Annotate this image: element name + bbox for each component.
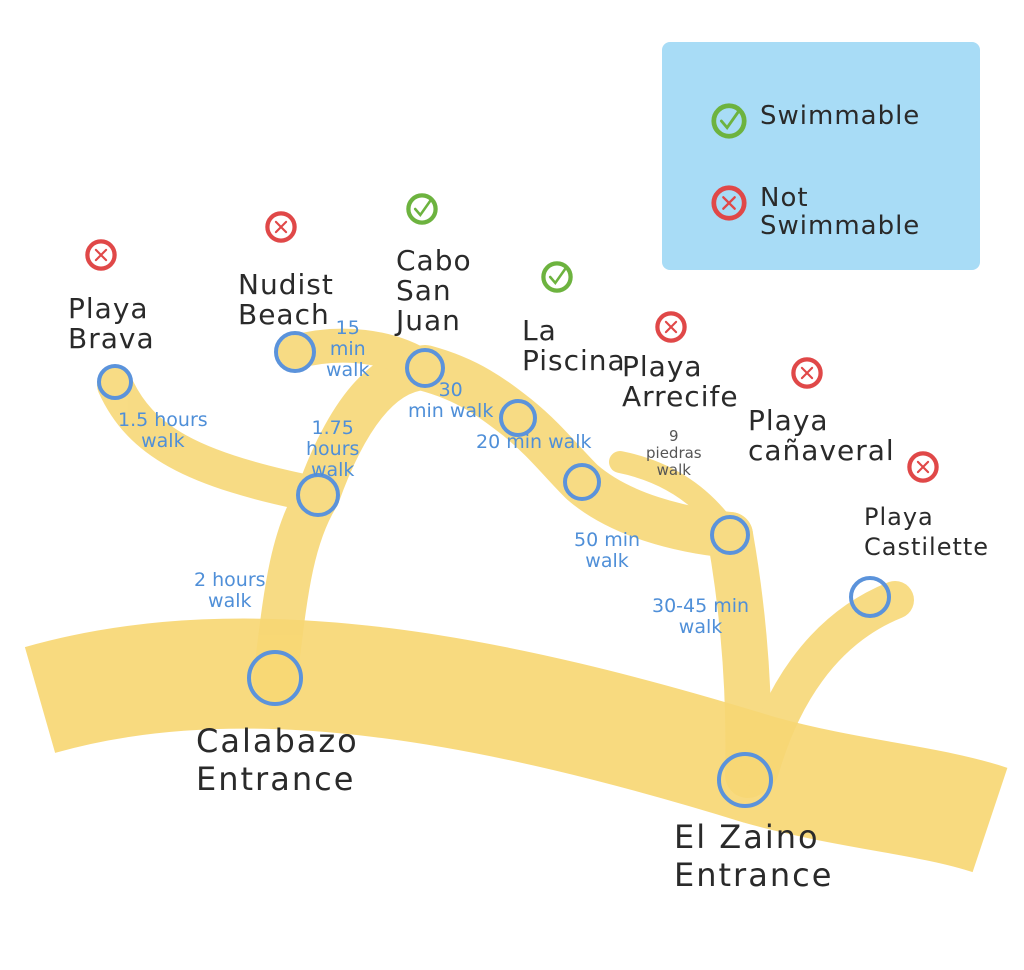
legend-label-swimmable: Swimmable: [760, 101, 921, 131]
node-junction-c: [710, 515, 750, 555]
legend-label-not-swimmable: Not Swimmable: [760, 183, 921, 241]
legend-row-swimmable: Swimmable: [710, 102, 920, 140]
check-circle-icon: [711, 103, 747, 139]
node-junction-a: [296, 473, 340, 517]
node-la-piscina: [499, 399, 537, 437]
walk-label-piscina-junction: 20 min walk: [476, 431, 592, 453]
node-playa-brava: [97, 364, 133, 400]
trail-brava: [97, 367, 336, 513]
x-circle-icon: [655, 311, 687, 343]
trail-coast: [402, 345, 753, 558]
check-circle-icon: [541, 261, 573, 293]
x-circle-icon: [907, 451, 939, 483]
node-nudist-beach: [274, 331, 316, 373]
x-circle-icon: [711, 185, 747, 221]
x-circle-icon: [85, 239, 117, 271]
node-el-zaino-entrance: [717, 752, 773, 808]
check-circle-icon: [406, 193, 438, 225]
node-playa-castilette: [849, 576, 891, 618]
trail-castilette: [741, 581, 914, 789]
x-circle-icon: [265, 211, 297, 243]
node-cabo-san-juan: [405, 348, 445, 388]
x-circle-icon: [791, 357, 823, 389]
trail-zaino: [707, 512, 772, 798]
node-calabazo-entrance: [247, 650, 303, 706]
node-junction-b: [563, 463, 601, 501]
main-road: [24, 618, 1008, 873]
legend-row-not-swimmable: Not Swimmable: [710, 184, 920, 240]
legend-box: Swimmable Not Swimmable: [662, 42, 980, 270]
